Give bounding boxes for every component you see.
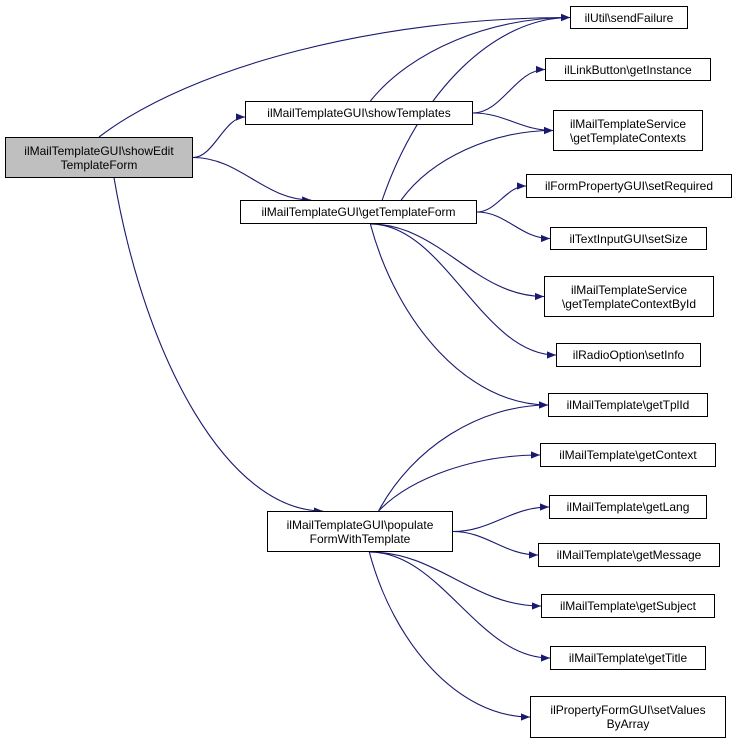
node-line: FormWithTemplate <box>309 531 411 546</box>
edge-n5-n9 <box>370 223 557 359</box>
node-populate-form-with-template[interactable]: ilMailTemplateGUI\populate FormWithTempl… <box>267 511 453 552</box>
edge-n11-n13 <box>452 503 550 533</box>
node-line: ilMailTemplateGUI\getTemplateForm <box>261 205 456 219</box>
node-line: \getTemplateContexts <box>569 130 687 145</box>
edge-n11-n14 <box>452 530 539 559</box>
node-get-message[interactable]: ilMailTemplate\getMessage <box>538 543 720 567</box>
edge-n11-n17 <box>368 551 531 721</box>
node-line: ilUtil\sendFailure <box>584 10 674 25</box>
node-line: ilMailTemplateGUI\showEdit <box>24 143 174 158</box>
node-get-context[interactable]: ilMailTemplate\getContext <box>540 443 716 467</box>
edge-n2-n4 <box>472 112 554 135</box>
edge-n0-n11 <box>113 177 323 515</box>
edge-n5-n4 <box>400 126 554 201</box>
node-line: ilTextInputGUI\setSize <box>569 231 688 246</box>
node-get-lang[interactable]: ilMailTemplate\getLang <box>549 495 707 519</box>
node-show-edit-template-form: ilMailTemplateGUI\showEdit TemplateForm <box>5 137 193 178</box>
node-line: ilMailTemplateService <box>570 282 688 297</box>
edge-n5-n8 <box>370 223 545 301</box>
edge-n5-n6 <box>476 182 527 213</box>
node-line: ilMailTemplateGUI\populate <box>286 517 434 532</box>
edge-n0-n5 <box>192 156 312 204</box>
node-get-template-form[interactable]: ilMailTemplateGUI\getTemplateForm <box>240 200 477 224</box>
node-get-template-contexts[interactable]: ilMailTemplateService \getTemplateContex… <box>553 110 703 151</box>
node-line: ilLinkButton\getInstance <box>564 62 692 77</box>
node-line: ilMailTemplateGUI\showTemplates <box>267 106 451 120</box>
node-get-subject[interactable]: ilMailTemplate\getSubject <box>541 594 715 618</box>
node-get-title[interactable]: ilMailTemplate\getTitle <box>550 646 706 670</box>
edge-n2-n1 <box>369 13 571 102</box>
node-line: \getTemplateContextById <box>561 296 697 311</box>
node-get-template-context-by-id[interactable]: ilMailTemplateService \getTemplateContex… <box>544 276 714 317</box>
node-line: ilFormPropertyGUI\setRequired <box>544 179 714 193</box>
node-set-values-by-array[interactable]: ilPropertyFormGUI\setValues ByArray <box>530 696 726 738</box>
node-line: ilMailTemplate\getSubject <box>559 599 697 613</box>
edge-n11-n15 <box>369 551 542 610</box>
edge-n5-n7 <box>476 211 551 243</box>
edge-n11-n10 <box>378 401 549 512</box>
edge-n11-n16 <box>369 551 551 662</box>
edge-n2-n3 <box>472 65 546 114</box>
node-line: ByArray <box>606 717 650 731</box>
node-text-input-set-size[interactable]: ilTextInputGUI\setSize <box>550 227 707 250</box>
node-line: ilMailTemplate\getMessage <box>556 548 702 562</box>
node-line: ilMailTemplate\getTitle <box>568 651 688 665</box>
node-radio-option-set-info[interactable]: ilRadioOption\setInfo <box>556 343 701 367</box>
node-set-required[interactable]: ilFormPropertyGUI\setRequired <box>526 174 732 198</box>
node-line: ilMailTemplate\getContext <box>559 448 697 462</box>
node-get-tpl-id[interactable]: ilMailTemplate\getTplId <box>548 393 708 417</box>
node-show-templates[interactable]: ilMailTemplateGUI\showTemplates <box>245 101 473 125</box>
node-line: ilMailTemplate\getTplId <box>566 398 690 412</box>
edge-n11-n12 <box>378 451 541 512</box>
edge-n5-n10 <box>369 223 549 409</box>
node-line: TemplateForm <box>60 157 138 172</box>
edge-n0-n2 <box>192 113 246 159</box>
node-line: ilRadioOption\setInfo <box>572 348 685 362</box>
node-line: ilPropertyFormGUI\setValues <box>550 703 706 717</box>
node-send-failure[interactable]: ilUtil\sendFailure <box>570 6 688 29</box>
node-line: ilMailTemplateService <box>569 116 687 131</box>
edge-n5-n1 <box>381 13 571 201</box>
edge-n0-n1 <box>98 13 571 138</box>
node-link-button-get-instance[interactable]: ilLinkButton\getInstance <box>545 58 711 81</box>
node-line: ilMailTemplate\getLang <box>566 500 690 514</box>
